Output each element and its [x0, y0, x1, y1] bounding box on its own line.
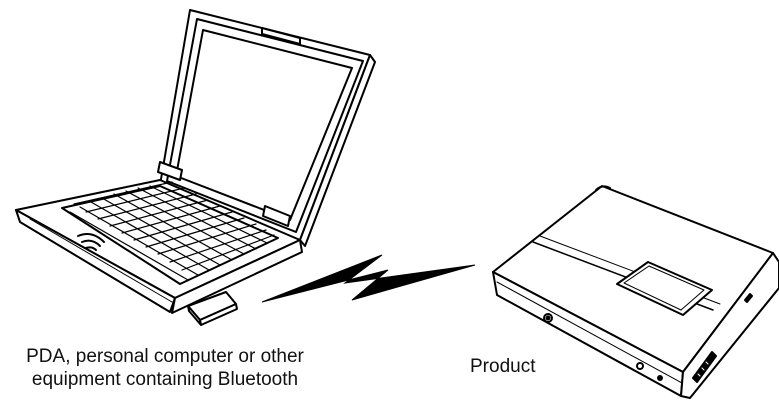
computer-caption: PDA, personal computer or other equipmen… — [0, 345, 330, 391]
laptop-illustration — [16, 10, 375, 313]
lightning-bolt-icon — [262, 255, 475, 302]
computer-caption-line2: equipment containing Bluetooth — [0, 368, 330, 391]
product-illustration — [493, 186, 779, 398]
product-caption: Product — [470, 355, 535, 378]
computer-caption-line1: PDA, personal computer or other — [0, 345, 330, 368]
